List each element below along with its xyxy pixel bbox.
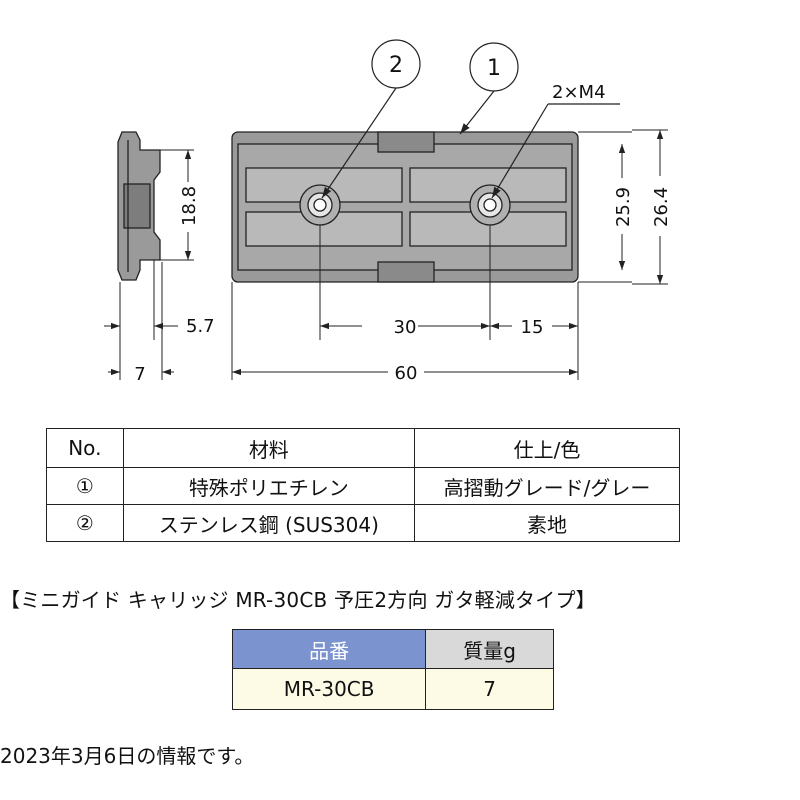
front-view: [231, 131, 579, 283]
dim-15: 15: [521, 317, 544, 338]
spec-mass: 7: [425, 668, 554, 710]
row-no: ①: [46, 467, 124, 505]
center-clip-top: [377, 131, 435, 153]
row-finish: 素地: [413, 504, 681, 542]
materials-header-finish: 仕上/色: [413, 428, 681, 468]
dim-26-4: 26.4: [651, 187, 672, 227]
materials-header-material: 材料: [122, 428, 415, 468]
technical-drawing: 2 1 2×M4 18.8: [104, 39, 672, 385]
row-material: 特殊ポリエチレン: [122, 467, 415, 505]
row-no: ②: [46, 504, 124, 542]
dim-18-8: 18.8: [179, 186, 200, 226]
row-material: ステンレス鋼 (SUS304): [122, 504, 415, 542]
table-row: ① 特殊ポリエチレン 高摺動グレード/グレー: [46, 467, 681, 505]
pad-bottom-right: [409, 211, 567, 247]
table-row: ② ステンレス鋼 (SUS304) 素地: [46, 504, 681, 542]
materials-header-row: No. 材料 仕上/色: [46, 428, 681, 468]
callout-2: 2: [389, 53, 403, 78]
callouts: [321, 39, 620, 199]
materials-header-no: No.: [46, 428, 124, 468]
center-clip-bottom: [377, 261, 435, 283]
carriage-inner: [237, 143, 573, 271]
materials-table: No. 材料 仕上/色 ① 特殊ポリエチレン 高摺動グレード/グレー ② ステン…: [46, 428, 681, 542]
screw-label: 2×M4: [552, 82, 606, 103]
table-row: MR-30CB 7: [231, 668, 554, 710]
dim-7: 7: [134, 364, 145, 385]
row-finish: 高摺動グレード/グレー: [413, 467, 681, 505]
side-view: [117, 131, 161, 281]
footnote: 2023年3月6日の情報です。: [0, 744, 255, 768]
dim-25-9: 25.9: [613, 187, 634, 227]
dim-60: 60: [395, 363, 418, 384]
spec-part-number: MR-30CB: [231, 668, 427, 710]
dim-5-7: 5.7: [186, 316, 215, 337]
dim-30: 30: [394, 317, 417, 338]
callout-1: 1: [487, 56, 501, 81]
spec-table: 品番 質量g MR-30CB 7: [231, 629, 554, 710]
spec-header-mass: 質量g: [425, 629, 554, 669]
spec-header-part: 品番: [231, 629, 427, 669]
product-title: 【ミニガイド キャリッジ MR-30CB 予圧2方向 ガタ軽減タイプ】: [0, 588, 596, 612]
spec-header-row: 品番 質量g: [231, 629, 554, 669]
